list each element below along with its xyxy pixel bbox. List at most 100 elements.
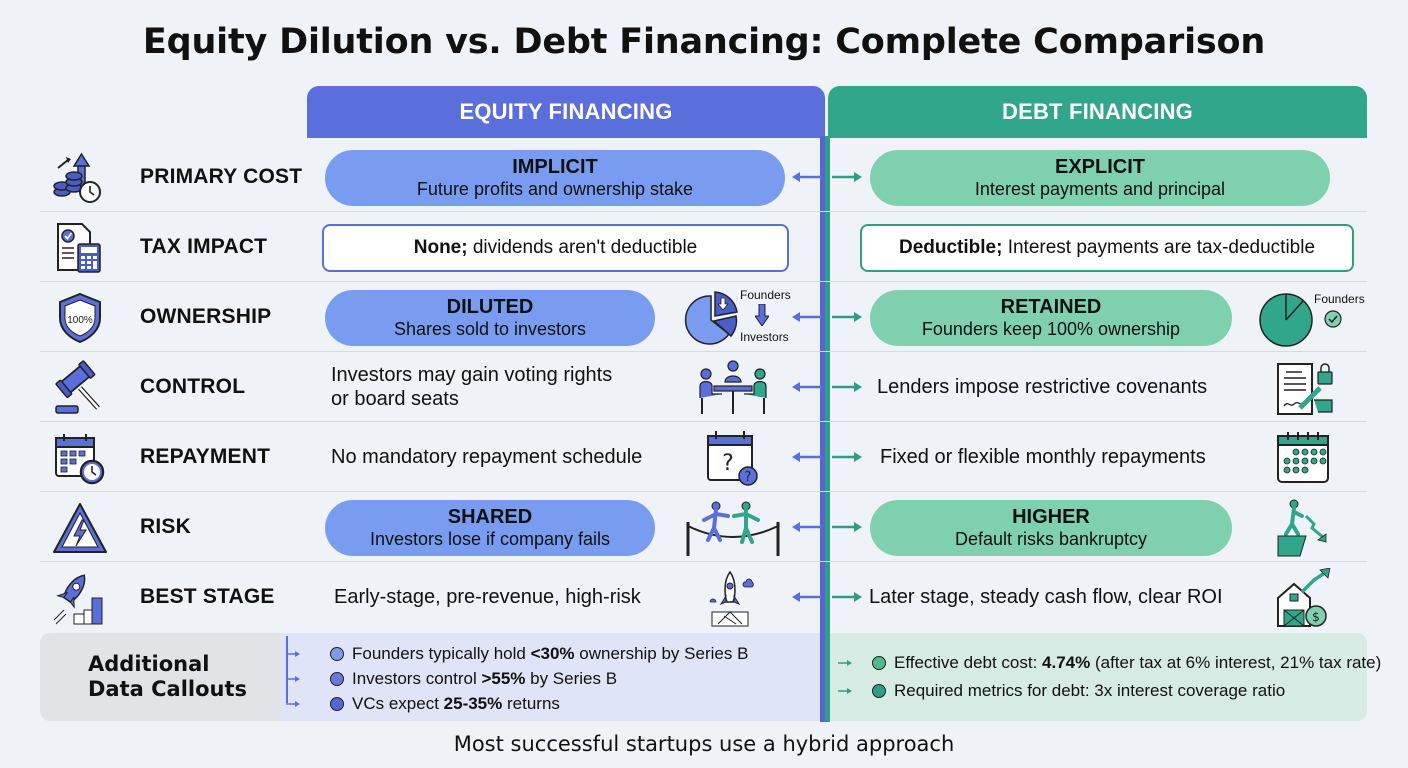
row-ownership: 100% OWNERSHIP DILUTED Shares sold to in…	[40, 282, 1367, 352]
svg-text:?: ?	[745, 470, 752, 485]
debt-cell-risk: HIGHER Default risks bankruptcy	[870, 500, 1232, 556]
arrow-left-icon	[792, 382, 822, 392]
bullet-dot-icon	[330, 646, 344, 661]
arrow-left-icon	[792, 452, 822, 462]
pie-founders-check-icon	[1259, 293, 1313, 347]
callout-text: (after tax at 6% interest, 21% tax rate)	[1090, 653, 1382, 672]
arrow-left-icon	[792, 172, 822, 182]
equity-cell-control: Investors may gain voting rights or boar…	[331, 352, 612, 422]
bullet-dot-icon	[330, 671, 344, 686]
callouts-label-line2: Data Callouts	[88, 677, 248, 701]
cell-heading: DILUTED	[446, 296, 534, 319]
calendar-clock-icon	[55, 434, 105, 485]
cell-subtext: Future profits and ownership stake	[416, 179, 694, 200]
footer-note: Most successful startups use a hybrid ap…	[453, 732, 955, 756]
callout-highlight: >55%	[481, 668, 526, 688]
bullet-dot-icon	[872, 684, 886, 698]
callout-item: Effective debt cost: 4.74% (after tax at…	[838, 649, 1381, 677]
callouts-label-line1: Additional	[88, 651, 210, 676]
arrow-right-icon	[832, 312, 862, 322]
rocket-launch-icon	[709, 570, 754, 627]
row-best-stage: BEST STAGE Early-stage, pre-revenue, hig…	[40, 562, 1367, 632]
arrow-right-icon	[832, 172, 862, 182]
equity-cell-ownership: DILUTED Shares sold to investors	[325, 290, 655, 346]
bullet-dot-icon	[330, 696, 344, 711]
debt-cell-repayment: Fixed or flexible monthly repayments	[880, 446, 1206, 468]
arrow-left-icon	[792, 312, 822, 322]
debt-cell-control: Lenders impose restrictive covenants	[877, 376, 1208, 398]
cliff-falling-chart-icon	[1277, 499, 1327, 557]
callout-item: Founders typically hold <30% ownership b…	[286, 641, 820, 666]
arrow-right-icon	[286, 675, 300, 682]
pie-label-investors: Investors	[740, 330, 789, 344]
arrow-left-icon	[792, 522, 822, 532]
callout-text: Founders typically hold	[352, 643, 531, 663]
equity-callouts: Founders typically hold <30% ownership b…	[280, 633, 820, 721]
arrow-right-icon	[832, 592, 862, 602]
row-label: BEST STAGE	[140, 585, 275, 608]
row-primary-cost: PRIMARY COST IMPLICIT Future profits and…	[40, 142, 1367, 212]
row-risk: RISK SHARED Investors lose if company fa…	[40, 492, 1367, 562]
cell-subtext: Founders keep 100% ownership	[921, 319, 1181, 340]
arrow-right-icon	[286, 700, 300, 707]
callout-highlight: <30%	[530, 643, 575, 663]
rocket-city-icon	[53, 574, 103, 625]
arrow-right-icon	[286, 650, 300, 657]
arrow-down-icon	[755, 304, 769, 326]
row-label: RISK	[140, 515, 191, 538]
callout-item: Investors control >55% by Series B	[286, 666, 820, 691]
warning-lightning-icon	[53, 503, 107, 553]
cell-text-line1: Investors may gain voting rights	[331, 364, 613, 386]
barn-growth-dollar-icon: $	[1277, 568, 1331, 627]
signed-contract-lock-icon	[1277, 363, 1333, 415]
arrow-right-icon	[832, 382, 862, 392]
debt-cell-tax-impact: Deductible; Interest payments are tax-de…	[860, 224, 1354, 272]
cell-bold-text: None;	[413, 237, 468, 258]
debt-callouts: Effective debt cost: 4.74% (after tax at…	[830, 633, 1381, 721]
cell-subtext: Investors lose if company fails	[369, 529, 611, 550]
cell-subtext: Shares sold to investors	[393, 319, 587, 340]
equity-cell-tax-impact: None; dividends aren't deductible	[322, 224, 789, 272]
callout-text: returns	[502, 693, 560, 713]
cell-text: dividends aren't deductible	[467, 237, 698, 258]
debt-column-header: DEBT FINANCING	[828, 86, 1367, 138]
tightrope-walkers-icon	[686, 501, 780, 556]
row-repayment: REPAYMENT No mandatory repayment schedul…	[40, 422, 1367, 492]
svg-text:?: ?	[722, 451, 734, 476]
calendar-question-icon: ? ?	[707, 431, 758, 486]
debt-cell-primary-cost: EXPLICIT Interest payments and principal	[870, 150, 1330, 206]
pie-label-founders: Founders	[740, 288, 791, 302]
callout-text: Investors control	[352, 668, 482, 688]
equity-cell-repayment: No mandatory repayment schedule	[331, 446, 643, 468]
board-meeting-icon	[699, 360, 767, 414]
row-tax-impact: TAX IMPACT None; dividends aren't deduct…	[40, 212, 1367, 282]
callout-tree-line	[286, 636, 288, 703]
svg-text:$: $	[1312, 610, 1320, 624]
arrow-left-icon	[792, 592, 822, 602]
equity-column-header: EQUITY FINANCING	[307, 86, 825, 138]
arrow-right-icon	[838, 688, 852, 694]
calendar-dots-icon	[1277, 432, 1329, 483]
arrow-right-icon	[832, 522, 862, 532]
callout-highlight: 4.74%	[1042, 653, 1091, 672]
cell-heading: SHARED	[447, 506, 533, 529]
shield-100-percent-icon: 100%	[59, 292, 101, 344]
pie-founders-to-investors-icon	[684, 291, 738, 345]
row-label: TAX IMPACT	[140, 235, 268, 258]
gavel-icon	[55, 360, 100, 414]
cell-bold-text: Deductible;	[898, 237, 1003, 258]
svg-text:100%: 100%	[67, 315, 93, 326]
pie-label-founders: Founders	[1314, 292, 1365, 306]
equity-cell-risk: SHARED Investors lose if company fails	[325, 500, 655, 556]
arrow-right-icon	[838, 660, 852, 666]
debt-cell-best-stage: Later stage, steady cash flow, clear ROI	[869, 586, 1223, 608]
cell-heading: IMPLICIT	[512, 156, 598, 179]
callout-text: by Series B	[525, 668, 618, 688]
document-calculator-icon	[57, 223, 101, 273]
debt-cell-ownership: RETAINED Founders keep 100% ownership	[870, 290, 1232, 346]
row-label: OWNERSHIP	[140, 305, 272, 328]
equity-cell-primary-cost: IMPLICIT Future profits and ownership st…	[325, 150, 785, 206]
arrow-right-icon	[832, 452, 862, 462]
callout-text: VCs expect	[352, 693, 444, 713]
check-circle-icon	[1324, 310, 1342, 328]
